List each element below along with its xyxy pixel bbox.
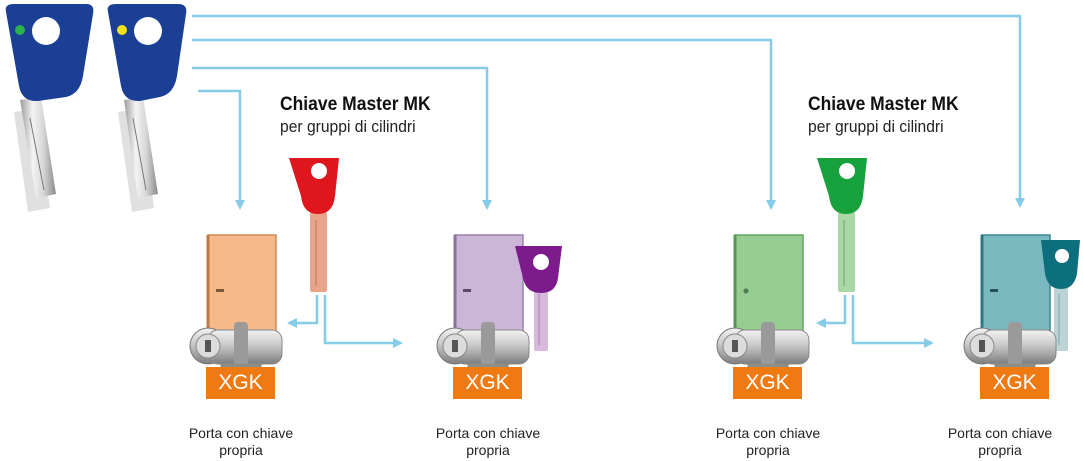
xgk-badge-2: XGK	[453, 367, 522, 399]
door-handle-icon	[216, 289, 224, 292]
grand-master-key-2	[107, 4, 187, 212]
master-key-green	[817, 158, 867, 292]
arrow-grand-master-to-door-1	[198, 89, 245, 210]
arrow-grand-master-to-door-2	[192, 66, 492, 210]
arrow-red-master-to-door-2	[323, 295, 403, 348]
master-key-title-2: Chiave Master MK	[808, 94, 959, 115]
door-handle-icon	[743, 288, 749, 294]
door-key-teal	[1041, 240, 1080, 351]
door-caption-line1: Porta con chiave	[435, 425, 541, 441]
door-caption-line1: Porta con chiave	[188, 425, 294, 441]
door-caption-2: Porta con chiave propria	[408, 425, 568, 459]
master-key-subtitle-2: per gruppi di cilindri	[808, 117, 944, 136]
grand-master-key-1	[5, 4, 94, 212]
door-caption-line2: propria	[466, 442, 510, 458]
arrow-red-master-to-door-1	[287, 295, 319, 328]
door-caption-line2: propria	[978, 442, 1022, 458]
arrow-grand-master-to-door-3	[192, 38, 776, 210]
master-key-subtitle-1: per gruppi di cilindri	[280, 117, 416, 136]
door-caption-1: Porta con chiave propria	[161, 425, 321, 459]
xgk-badge-3: XGK	[733, 367, 802, 399]
door-caption-3: Porta con chiave propria	[688, 425, 848, 459]
xgk-badge-1: XGK	[206, 367, 275, 399]
connector-arrows	[192, 14, 1025, 348]
arrow-green-master-to-door-3	[816, 295, 847, 328]
door-caption-line1: Porta con chiave	[947, 425, 1053, 441]
door-caption-line2: propria	[746, 442, 790, 458]
arrow-grand-master-to-door-4	[192, 14, 1025, 208]
door-caption-line1: Porta con chiave	[715, 425, 821, 441]
door-caption-line2: propria	[219, 442, 263, 458]
door-handle-icon	[990, 289, 998, 292]
door-caption-4: Porta con chiave propria	[920, 425, 1080, 459]
arrow-green-master-to-door-4	[851, 295, 934, 348]
master-key-red	[289, 158, 339, 292]
door-key-purple	[515, 246, 562, 351]
xgk-badge-4: XGK	[980, 367, 1049, 399]
door-handle-icon	[463, 289, 471, 292]
cylinder-3	[716, 322, 810, 380]
master-key-title-1: Chiave Master MK	[280, 94, 431, 115]
